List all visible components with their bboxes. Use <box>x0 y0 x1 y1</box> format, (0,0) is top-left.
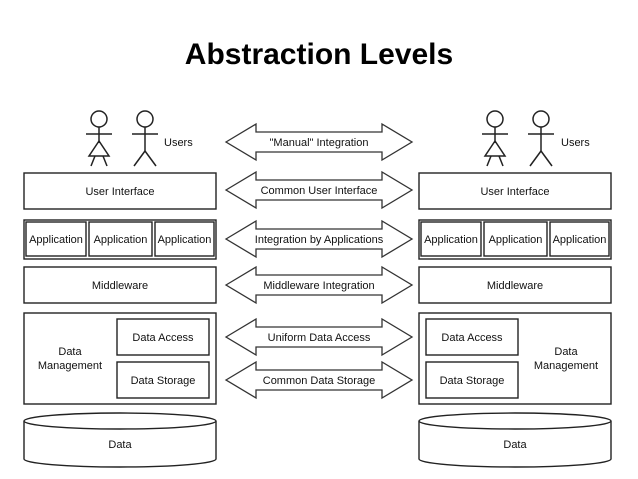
data-storage-label-left: Data Storage <box>131 375 196 387</box>
integration-label-5: Uniform Data Access <box>268 332 371 344</box>
right-stack: Users User Interface Application Applica… <box>418 110 612 468</box>
data-management-label-left-2: Management <box>38 360 102 372</box>
data-management-label-left-1: Data <box>58 346 82 358</box>
application-box-left-1 <box>25 221 87 257</box>
users-label-left: Users <box>164 137 193 149</box>
data-access-box-left <box>116 318 210 356</box>
middleware-label-left: Middleware <box>92 280 148 292</box>
double-arrow-5 <box>224 317 414 357</box>
middleware-box-right <box>418 266 612 304</box>
application-box-right-2 <box>483 221 548 257</box>
user-interface-label-left: User Interface <box>85 186 154 198</box>
application-label-right-1: Application <box>424 234 478 246</box>
double-arrow-4 <box>224 265 414 305</box>
data-label-left: Data <box>108 439 132 451</box>
application-label-left-3: Application <box>158 234 212 246</box>
user-figure-female-left <box>86 110 112 167</box>
data-access-label-left: Data Access <box>132 332 194 344</box>
double-arrow-3 <box>224 219 414 259</box>
users-label-right: Users <box>561 137 590 149</box>
double-arrow-1 <box>224 122 414 162</box>
integration-label-6: Common Data Storage <box>263 375 376 387</box>
application-label-left-2: Application <box>94 234 148 246</box>
user-interface-box-left <box>23 172 217 210</box>
integration-label-2: Common User Interface <box>261 185 378 197</box>
double-arrow-6 <box>224 360 414 400</box>
application-box-left-2 <box>88 221 153 257</box>
data-management-label-right-1: Data <box>554 346 578 358</box>
application-label-right-2: Application <box>489 234 543 246</box>
application-box-right-3 <box>549 221 610 257</box>
page-title: Abstraction Levels <box>184 38 454 71</box>
user-figure-male-right <box>528 110 554 167</box>
integration-arrows: "Manual" Integration Common User Interfa… <box>224 122 414 400</box>
data-management-label-right-2: Management <box>534 360 598 372</box>
data-storage-box-right <box>425 361 519 399</box>
user-interface-label-right: User Interface <box>480 186 549 198</box>
application-box-left-3 <box>154 221 215 257</box>
data-label-right: Data <box>503 439 527 451</box>
integration-label-1: "Manual" Integration <box>270 137 369 149</box>
data-cylinder-left <box>23 412 217 468</box>
integration-label-4: Middleware Integration <box>263 280 374 292</box>
middleware-label-right: Middleware <box>487 280 543 292</box>
data-access-label-right: Data Access <box>441 332 503 344</box>
middleware-box-left <box>23 266 217 304</box>
application-label-right-3: Application <box>553 234 607 246</box>
user-figure-male-left <box>132 110 158 167</box>
application-box-right-1 <box>420 221 482 257</box>
user-interface-box-right <box>418 172 612 210</box>
user-figure-female-right <box>482 110 508 167</box>
data-storage-box-left <box>116 361 210 399</box>
data-access-box-right <box>425 318 519 356</box>
integration-label-3: Integration by Applications <box>255 234 384 246</box>
double-arrow-2 <box>224 170 414 210</box>
data-storage-label-right: Data Storage <box>440 375 505 387</box>
data-cylinder-right <box>418 412 612 468</box>
left-stack: Users User Interface Application Applica… <box>23 110 217 468</box>
application-label-left-1: Application <box>29 234 83 246</box>
